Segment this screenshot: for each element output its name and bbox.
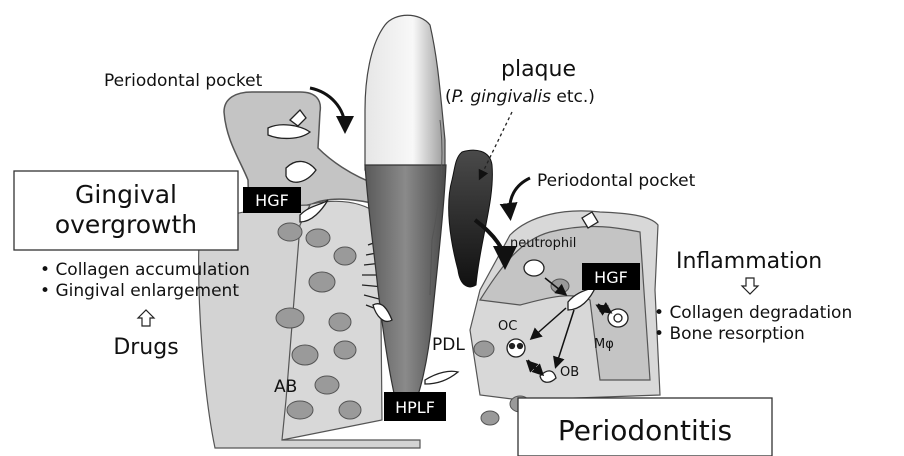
neutrophil-label: neutrophil [510, 236, 576, 251]
periodontal-pocket-label-right: Periodontal pocket [537, 171, 696, 191]
gingival-effect-2: • Gingival enlargement [40, 281, 239, 301]
plaque-leader [480, 112, 512, 178]
plaque-mass [449, 150, 493, 287]
ab-label: AB [274, 377, 297, 397]
pocket-arrow-right [510, 178, 530, 215]
periodontitis-title: Periodontitis [558, 414, 732, 447]
gingival-title-line1: Gingival [75, 180, 177, 209]
ob-label: OB [560, 365, 579, 380]
gingival-effect-1: • Collagen accumulation [40, 260, 250, 280]
macrophage-label: Mφ [594, 337, 614, 352]
inflammation-effect-1: • Collagen degradation [654, 303, 852, 323]
hplf-label: HPLF [395, 398, 435, 417]
inflammation-effect-2: • Bone resorption [654, 324, 805, 344]
plaque-label: plaque [501, 57, 576, 82]
hgf-left-label: HGF [255, 191, 289, 210]
periodontal-pocket-label-left: Periodontal pocket [104, 71, 263, 91]
inflammation-down-arrow [742, 278, 758, 294]
drugs-up-arrow [138, 310, 154, 326]
gingival-title-line2: overgrowth [55, 210, 197, 239]
inflammation-title: Inflammation [676, 249, 822, 274]
pdl-label: PDL [432, 335, 465, 355]
hgf-right-label: HGF [594, 268, 628, 287]
drugs-label: Drugs [113, 335, 178, 360]
oc-label: OC [498, 319, 517, 334]
plaque-species-label: (P. gingivalis etc.) [445, 87, 595, 107]
